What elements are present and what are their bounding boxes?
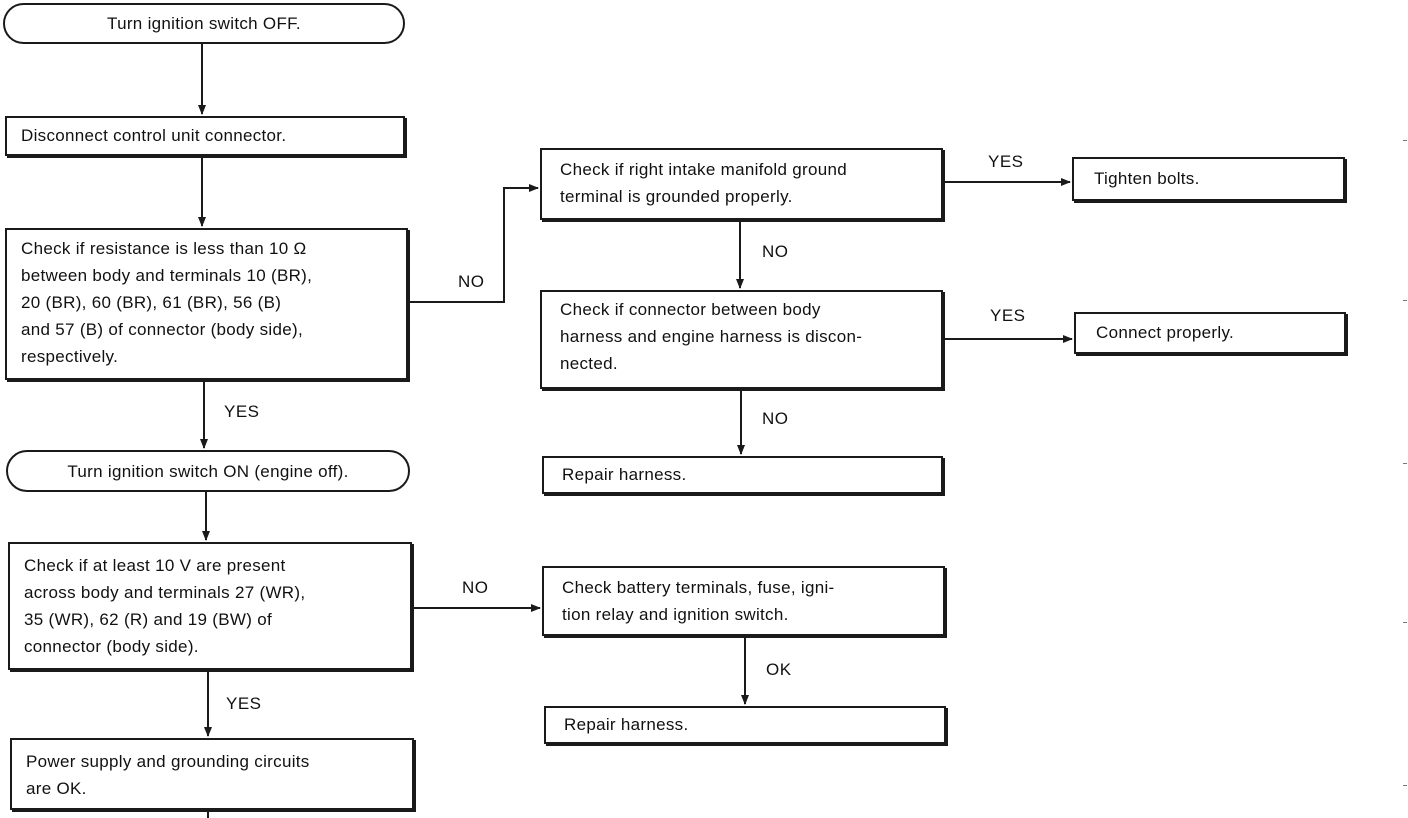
step-check-resistance: Check if resistance is less than 10 Ω be… bbox=[5, 228, 408, 380]
label-resistance-no: NO bbox=[458, 272, 485, 291]
connector-line-1: Check if connector between body bbox=[560, 300, 821, 319]
voltage-line-2: across body and terminals 27 (WR), bbox=[24, 583, 306, 602]
label-voltage-no: NO bbox=[462, 578, 489, 597]
label-ground-yes: YES bbox=[988, 152, 1024, 171]
margin-tick bbox=[1403, 463, 1407, 464]
step-disconnect-text: Disconnect control unit connector. bbox=[21, 126, 287, 145]
step-ignition-off: Turn ignition switch OFF. bbox=[3, 3, 405, 44]
step-tighten-bolts: Tighten bolts. bbox=[1072, 157, 1345, 201]
label-ground-no: NO bbox=[762, 242, 789, 261]
battery-line-1: Check battery terminals, fuse, igni- bbox=[562, 578, 835, 597]
connector-line-3: nected. bbox=[560, 354, 618, 373]
step-check-voltage: Check if at least 10 V are present acros… bbox=[8, 542, 412, 670]
step-check-battery: Check battery terminals, fuse, igni- tio… bbox=[542, 566, 945, 636]
margin-tick bbox=[1403, 785, 1407, 786]
voltage-line-3: 35 (WR), 62 (R) and 19 (BW) of bbox=[24, 610, 273, 629]
step-power-ok: Power supply and grounding circuits are … bbox=[10, 738, 414, 810]
step-repair-harness-1: Repair harness. bbox=[542, 456, 943, 494]
connector-line-2: harness and engine harness is discon- bbox=[560, 327, 863, 346]
margin-tick bbox=[1403, 140, 1407, 141]
repair-harness-2-text: Repair harness. bbox=[564, 715, 689, 734]
voltage-line-4: connector (body side). bbox=[24, 637, 199, 656]
resistance-line-4: and 57 (B) of connector (body side), bbox=[21, 320, 304, 339]
label-resistance-yes: YES bbox=[224, 402, 260, 421]
resistance-line-1: Check if resistance is less than 10 Ω bbox=[21, 239, 307, 258]
step-ignition-on: Turn ignition switch ON (engine off). bbox=[6, 450, 410, 492]
ground-line-2: terminal is grounded properly. bbox=[560, 187, 793, 206]
label-voltage-yes: YES bbox=[226, 694, 262, 713]
resistance-line-5: respectively. bbox=[21, 347, 119, 366]
power-ok-line-1: Power supply and grounding circuits bbox=[26, 752, 310, 771]
voltage-line-1: Check if at least 10 V are present bbox=[24, 556, 286, 575]
step-repair-harness-2: Repair harness. bbox=[544, 706, 946, 744]
resistance-line-3: 20 (BR), 60 (BR), 61 (BR), 56 (B) bbox=[21, 293, 282, 312]
step-ignition-on-text: Turn ignition switch ON (engine off). bbox=[67, 461, 349, 481]
label-connector-yes: YES bbox=[990, 306, 1026, 325]
step-check-connector: Check if connector between body harness … bbox=[540, 290, 943, 389]
ground-line-1: Check if right intake manifold ground bbox=[560, 160, 848, 179]
arrow-resistance-no bbox=[408, 184, 539, 303]
step-connect-properly: Connect properly. bbox=[1074, 312, 1346, 354]
margin-tick bbox=[1403, 622, 1407, 623]
label-connector-no: NO bbox=[762, 409, 789, 428]
step-ignition-off-text: Turn ignition switch OFF. bbox=[107, 14, 301, 33]
connect-text: Connect properly. bbox=[1096, 323, 1235, 342]
margin-tick bbox=[1403, 300, 1407, 301]
repair-harness-1-text: Repair harness. bbox=[562, 465, 687, 484]
power-ok-line-2: are OK. bbox=[26, 779, 87, 798]
battery-line-2: tion relay and ignition switch. bbox=[562, 605, 789, 624]
step-disconnect: Disconnect control unit connector. bbox=[5, 116, 405, 156]
label-battery-ok: OK bbox=[766, 660, 792, 679]
step-check-ground: Check if right intake manifold ground te… bbox=[540, 148, 943, 220]
tighten-text: Tighten bolts. bbox=[1094, 169, 1200, 188]
resistance-line-2: between body and terminals 10 (BR), bbox=[21, 266, 313, 285]
